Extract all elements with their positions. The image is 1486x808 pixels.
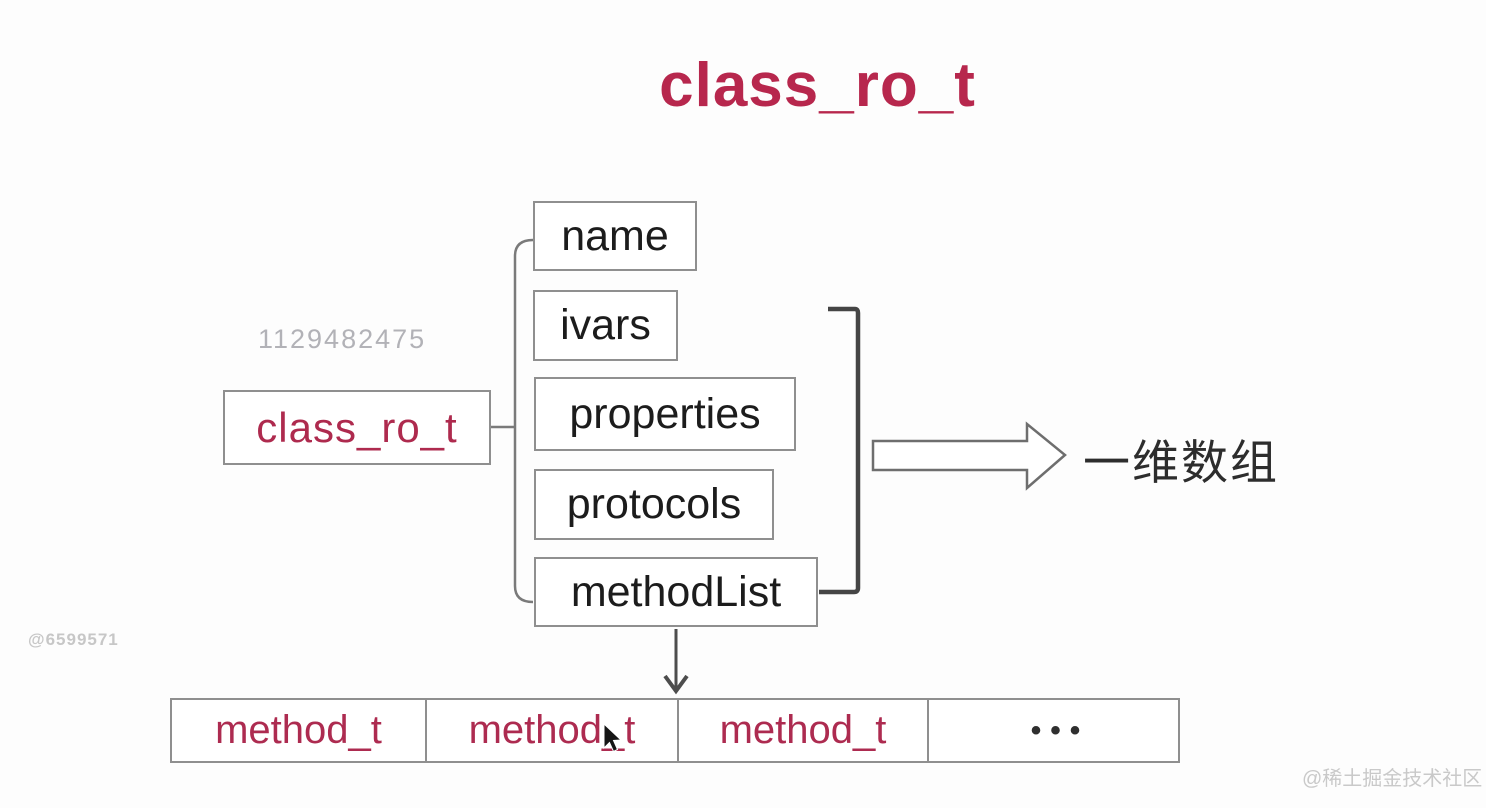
field-label-protocols: protocols <box>566 480 742 528</box>
method-array-row: method_t method_t method_t ••• <box>170 698 1180 763</box>
field-label-name: name <box>561 211 669 260</box>
field-box-name: name <box>533 201 697 271</box>
class-ro-t-label: class_ro_t <box>256 403 458 451</box>
method-cell-1: method_t <box>172 700 427 761</box>
method-cell-ellipsis: ••• <box>1030 713 1090 747</box>
field-box-protocols: protocols <box>534 469 774 540</box>
field-box-ivars: ivars <box>533 290 678 361</box>
watermark-community: @稀土掘金技术社区 <box>1302 768 1483 790</box>
page-title: class_ro_t <box>659 51 976 120</box>
watermark-user-id: @6599571 <box>28 630 119 649</box>
field-label-ivars: ivars <box>560 301 651 349</box>
field-label-properties: properties <box>569 389 761 438</box>
watermark-id-number: 1129482475 <box>258 324 427 354</box>
field-label-methodlist: methodList <box>570 567 782 616</box>
method-cell-3: method_t <box>679 700 929 761</box>
grouping-bracket-icon <box>819 306 861 595</box>
down-arrow-icon <box>663 674 689 695</box>
class-ro-t-box: class_ro_t <box>223 390 491 465</box>
right-block-arrow-icon <box>871 421 1067 491</box>
field-box-methodlist: methodList <box>534 557 818 627</box>
one-dimensional-array-label: 一维数组 <box>1083 436 1279 489</box>
field-box-properties: properties <box>534 377 796 451</box>
method-cell-2: method_t <box>427 700 679 761</box>
left-connector-line <box>513 238 534 604</box>
